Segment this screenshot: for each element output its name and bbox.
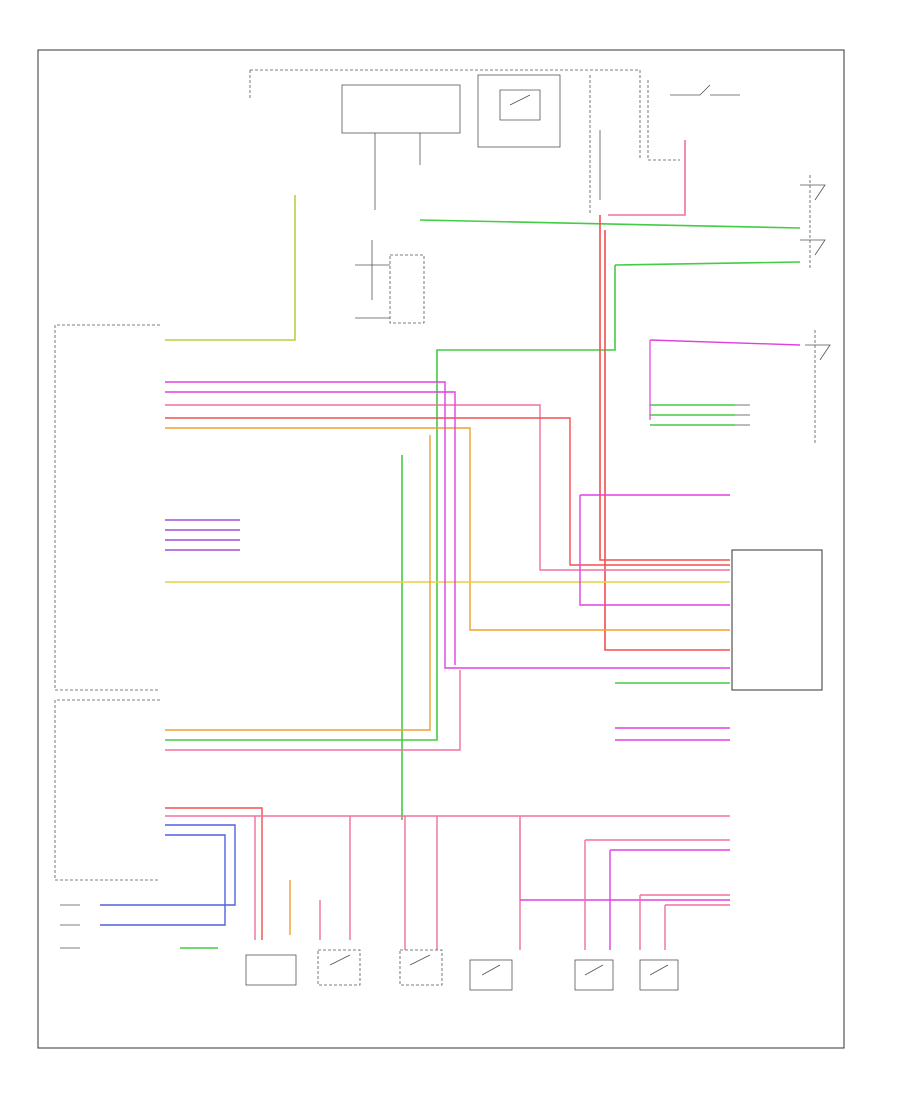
wire-red-1 [599, 215, 730, 561]
wires [100, 140, 801, 950]
wire-magenta-5 [649, 339, 801, 346]
switch-box-3 [399, 949, 443, 986]
right-upper-switches [735, 175, 831, 445]
switch-box-1 [245, 954, 297, 986]
wire-red-3 [165, 807, 263, 940]
fuse-block-box [341, 84, 461, 134]
instrument-cluster [54, 324, 160, 881]
control-module-box [731, 549, 823, 691]
mid-switch-module [355, 240, 425, 324]
switch-box-5 [574, 959, 614, 991]
mid-module-box [389, 254, 425, 324]
bottom-switches [60, 904, 679, 991]
wire-blue-1 [100, 824, 236, 906]
wire-magenta-1 [165, 381, 730, 669]
wire-pink-2 [165, 404, 730, 571]
switch-box-4 [469, 959, 513, 991]
top-power-distribution [249, 69, 740, 215]
wire-magenta-4 [579, 495, 730, 606]
relay-box [477, 74, 561, 148]
right-control-module [731, 549, 823, 691]
wire-green-3 [165, 265, 616, 741]
wire-green-2 [614, 261, 801, 266]
wire-yellow-green [165, 195, 296, 341]
switch-box-2 [317, 949, 361, 986]
wire-pink-1 [608, 140, 686, 216]
wire-orange-1 [165, 427, 730, 631]
wire-green-1 [419, 219, 801, 229]
wire-blue-2 [100, 834, 226, 926]
wire-magenta-2 [165, 391, 456, 665]
wire-pink-3 [165, 417, 730, 566]
switch-box-6 [639, 959, 679, 991]
wire-pink-4 [165, 670, 461, 751]
wire-red-2 [604, 230, 730, 651]
wire-orange-2 [165, 435, 431, 731]
diagram-border [37, 49, 845, 1049]
